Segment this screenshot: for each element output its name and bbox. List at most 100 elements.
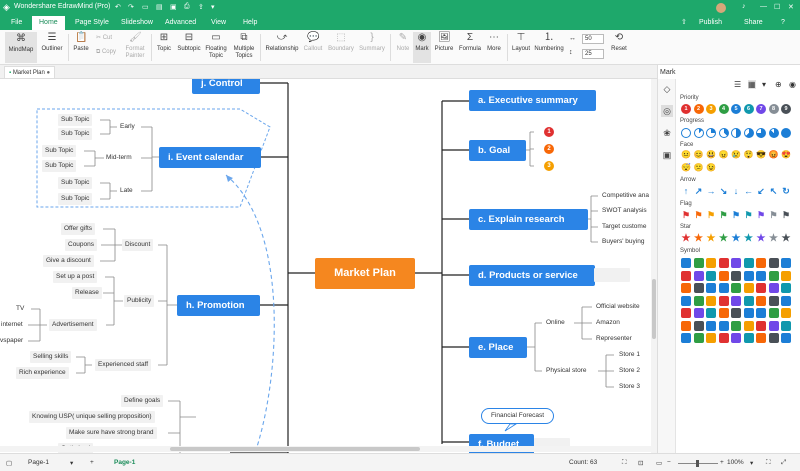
arrow-icon[interactable]: ↖	[769, 186, 778, 196]
tab-dot-icon[interactable]: ●	[46, 70, 51, 76]
face-icon[interactable]: 😢	[731, 150, 741, 159]
priority-3-icon[interactable]: 3	[706, 104, 716, 114]
help-icon[interactable]: ?	[781, 19, 785, 26]
face-icon[interactable]: 😠	[718, 150, 729, 159]
open-folder-icon[interactable]: ▤	[156, 4, 163, 11]
subtopic[interactable]: Advertisement	[49, 319, 97, 331]
symbol-icon[interactable]	[756, 283, 766, 293]
subtopic-discount[interactable]: Discount	[122, 239, 154, 251]
symbol-icon[interactable]	[718, 320, 729, 331]
priority-1-marker[interactable]: 1	[544, 127, 554, 137]
maximize-icon[interactable]: ☐	[774, 4, 781, 11]
quick-access-menu-icon[interactable]: ▾	[211, 4, 215, 11]
progress-icon[interactable]	[706, 128, 716, 138]
format-icon[interactable]: ◇	[663, 84, 671, 94]
subtopic[interactable]: Store 3	[619, 383, 640, 390]
star-icon[interactable]: ★	[719, 233, 728, 244]
priority-1-icon[interactable]: 1	[681, 104, 691, 114]
topic-products-or-service[interactable]: d. Products or service	[469, 265, 595, 286]
print-icon[interactable]: ⎙	[184, 3, 190, 10]
flag-icon[interactable]: ⚑	[769, 210, 778, 220]
zoom-dropdown-icon[interactable]: ▾	[750, 460, 754, 467]
summary-button[interactable]: }Summary	[359, 32, 385, 52]
priority-8-icon[interactable]: 8	[768, 104, 779, 114]
symbol-icon[interactable]	[731, 258, 741, 268]
subtopic[interactable]: Knowing USP( unique selling proposition)	[29, 411, 155, 423]
topic-promotion[interactable]: h. Promotion	[177, 295, 260, 316]
new-file-icon[interactable]: ▭	[142, 4, 149, 11]
star-icon[interactable]: ★	[781, 233, 791, 244]
subtopic[interactable]: Competitive ana	[602, 192, 649, 199]
topic-control[interactable]: j. Control	[192, 79, 260, 94]
symbol-icon[interactable]	[731, 270, 741, 281]
tab-view[interactable]: View	[211, 19, 227, 26]
symbol-icon[interactable]	[743, 295, 754, 306]
symbol-icon[interactable]	[693, 295, 704, 306]
face-icon[interactable]: 😴	[681, 163, 691, 172]
undo-icon[interactable]: ↶	[115, 4, 121, 11]
symbol-icon[interactable]	[681, 295, 691, 306]
priority-5-icon[interactable]: 5	[731, 104, 741, 114]
symbol-icon[interactable]	[706, 283, 716, 293]
symbol-icon[interactable]	[693, 308, 704, 318]
page-list-icon[interactable]: ▢	[6, 460, 13, 467]
symbol-icon[interactable]	[681, 258, 691, 268]
subtopic-early[interactable]: Early	[120, 123, 135, 130]
symbol-icon[interactable]	[768, 258, 779, 268]
page-tab[interactable]: Page-1	[114, 459, 136, 466]
symbol-icon[interactable]	[781, 283, 791, 293]
symbol-icon[interactable]	[693, 258, 704, 268]
face-icon[interactable]: 😊	[693, 150, 704, 159]
symbol-icon[interactable]	[718, 295, 729, 306]
subtopic[interactable]: Buyers' buying	[602, 238, 645, 245]
copy-button[interactable]: ⧉ Copy	[96, 49, 116, 55]
priority-2-marker[interactable]: 2	[544, 144, 554, 154]
priority-7-icon[interactable]: 7	[756, 104, 766, 114]
paste-button[interactable]: 📋Paste	[73, 32, 89, 52]
subtopic[interactable]: Rich experience	[16, 367, 69, 379]
save-icon[interactable]: ▣	[170, 4, 177, 11]
subtopic[interactable]: TV	[16, 305, 25, 312]
task-icon[interactable]: ▣	[662, 150, 672, 160]
subtopic-mid-term[interactable]: Mid-term	[106, 154, 132, 161]
symbol-icon[interactable]	[681, 283, 691, 293]
symbol-icon[interactable]	[743, 320, 754, 331]
symbol-icon[interactable]	[731, 308, 741, 318]
symbol-icon[interactable]	[768, 308, 779, 318]
subtopic[interactable]: Coupons	[65, 239, 98, 251]
face-icon[interactable]: 😃	[706, 150, 716, 159]
add-mark-icon[interactable]: ⊕	[775, 80, 782, 89]
topic-explain-research[interactable]: c. Explain research	[469, 209, 588, 230]
progress-icon[interactable]	[718, 128, 729, 138]
symbol-icon[interactable]	[756, 308, 766, 318]
topic-goal[interactable]: b. Goal	[469, 140, 526, 161]
subtopic[interactable]: SWOT analysis	[602, 207, 647, 214]
symbol-icon[interactable]	[781, 270, 791, 281]
subtopic[interactable]: Target custome	[602, 223, 647, 230]
layout-button[interactable]: ⊤Layout	[511, 32, 530, 52]
symbol-icon[interactable]	[681, 333, 691, 343]
subtopic[interactable]: internet	[1, 321, 23, 328]
scrollbar-thumb[interactable]	[652, 279, 656, 339]
present-icon[interactable]: ▭	[656, 460, 663, 467]
symbol-icon[interactable]	[731, 283, 741, 293]
subtopic[interactable]: vspaper	[0, 337, 24, 344]
progress-icon[interactable]	[681, 128, 691, 138]
symbol-icon[interactable]	[681, 320, 691, 331]
priority-4-icon[interactable]: 4	[718, 104, 729, 114]
document-tab[interactable]: ▪ Market Plan ●	[4, 66, 56, 78]
subtopic[interactable]: Sub Topic	[58, 177, 93, 189]
tab-file[interactable]: File	[11, 19, 23, 26]
fit-width-icon[interactable]: ⊡	[638, 460, 644, 467]
tab-help[interactable]: Help	[243, 19, 258, 26]
symbol-icon[interactable]	[706, 333, 716, 343]
subtopic[interactable]: Set up a post	[53, 271, 98, 283]
symbol-icon[interactable]	[706, 258, 716, 268]
subtopic[interactable]: Sub Topic	[42, 145, 77, 157]
expand-icon[interactable]: ⤢	[781, 459, 787, 466]
page-dropdown-icon[interactable]: ▾	[70, 460, 74, 467]
arrow-icon[interactable]: →	[706, 186, 716, 196]
central-topic[interactable]: Market Plan	[315, 258, 415, 289]
priority-2-icon[interactable]: 2	[693, 104, 704, 114]
list-view-icon[interactable]: ☰	[734, 80, 742, 89]
